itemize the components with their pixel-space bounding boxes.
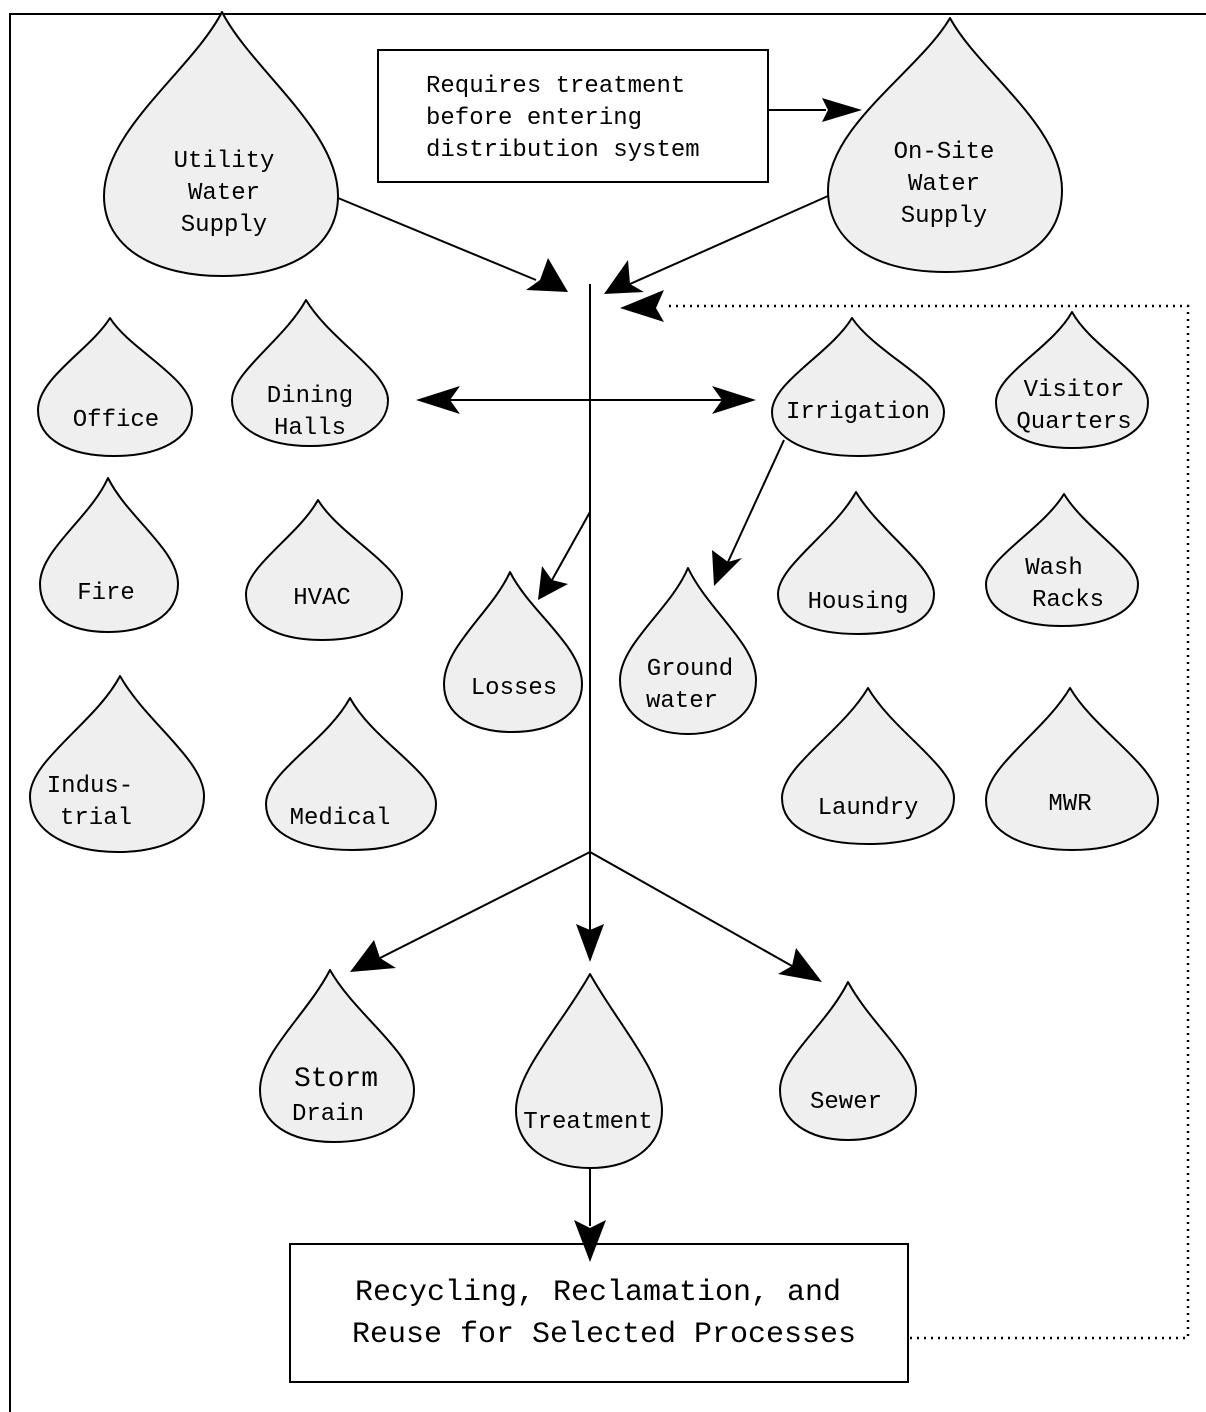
droplet-shape: [259, 969, 415, 1143]
note-line: Requires treatment: [426, 73, 685, 100]
arrowhead-utility-to-trunk: [526, 258, 568, 292]
droplet-shape: [619, 567, 757, 735]
droplet-label: Ground: [647, 656, 733, 683]
droplet-label: Indus-: [47, 773, 133, 800]
droplet-shape: [29, 675, 205, 853]
onsite-to-trunk-line: [629, 195, 829, 285]
droplet-laundry: Laundry: [781, 687, 955, 845]
droplet-label: Water: [188, 180, 260, 207]
droplet-label: Treatment: [523, 1109, 653, 1136]
droplet-losses: Losses: [443, 571, 583, 733]
arrowhead-dotted-return: [620, 290, 664, 322]
droplet-storm-drain: Storm Drain: [259, 969, 415, 1143]
arrowhead-to-storm: [350, 940, 396, 972]
droplet-shape: [985, 687, 1159, 851]
droplet-medical: Medical: [265, 697, 437, 851]
flow-lines: [337, 109, 1190, 1340]
droplet-label: Sewer: [810, 1089, 882, 1116]
droplet-label: Wash: [1025, 555, 1083, 582]
arrowhead-to-treatment: [576, 924, 604, 962]
droplet-shape: [771, 317, 945, 457]
split-to-sewer-line: [589, 851, 793, 967]
droplet-shape: [443, 571, 583, 733]
note-line: before entering: [426, 105, 642, 132]
droplet-utility-water-supply: Utility Water Supply: [103, 11, 339, 277]
droplet-shape: [781, 687, 955, 845]
droplet-mwr: MWR: [985, 687, 1159, 851]
droplet-treatment: Treatment: [515, 973, 663, 1169]
droplet-label: Halls: [274, 415, 346, 442]
arrowhead-to-losses: [538, 566, 568, 600]
droplet-label: Office: [73, 407, 159, 434]
arrowhead-to-onsite: [822, 98, 862, 122]
droplet-shape: [231, 299, 389, 447]
droplet-irrigation: Irrigation: [771, 317, 945, 457]
droplet-shape: [995, 311, 1149, 449]
droplet-sewer: Sewer: [779, 981, 917, 1141]
droplet-label: Dining: [267, 383, 353, 410]
droplet-visitor-quarters: Visitor Quarters: [995, 311, 1149, 449]
droplet-label: Supply: [901, 203, 987, 230]
droplet-shape: [985, 493, 1139, 627]
droplet-fire: Fire: [39, 477, 179, 633]
arrowhead-to-dining: [416, 386, 460, 414]
droplet-shape: [37, 317, 193, 457]
droplet-shape: [245, 499, 403, 641]
droplet-on-site-water-supply: On-Site Water Supply: [827, 17, 1063, 273]
droplet-label: Fire: [77, 580, 135, 607]
droplet-label: On-Site: [894, 139, 995, 166]
droplet-label: Visitor: [1024, 377, 1125, 404]
droplet-hvac: HVAC: [245, 499, 403, 641]
droplet-label: Utility: [174, 148, 275, 175]
droplet-shape: [39, 477, 179, 633]
droplet-dining-halls: Dining Halls: [231, 299, 389, 447]
droplet-label: Quarters: [1016, 409, 1131, 436]
droplet-label: Irrigation: [786, 399, 930, 426]
droplet-label: MWR: [1048, 791, 1091, 818]
droplet-label: Supply: [181, 212, 267, 239]
droplet-housing: Housing: [777, 491, 935, 635]
droplet-shape: [103, 11, 339, 277]
droplet-label: Drain: [292, 1101, 364, 1128]
droplet-shape: [515, 973, 663, 1169]
reuse-box: Recycling, Reclamation, and Reuse for Se…: [289, 1243, 909, 1383]
droplet-shape: [827, 17, 1063, 273]
droplet-label: Medical: [290, 805, 391, 832]
split-to-storm-line: [379, 851, 591, 959]
utility-to-trunk-line: [337, 197, 537, 281]
droplet-label: Water: [908, 171, 980, 198]
note-line: distribution system: [426, 137, 700, 164]
droplet-wash-racks: Wash Racks: [985, 493, 1139, 627]
droplet-industrial: Indus- trial: [29, 675, 205, 853]
droplet-shape: [779, 981, 917, 1141]
reuse-line: Reuse for Selected Processes: [352, 1318, 856, 1352]
droplet-label: Housing: [808, 589, 909, 616]
droplet-groundwater: Ground water: [619, 567, 757, 735]
droplet-label: Racks: [1032, 587, 1104, 614]
droplet-label: Storm: [294, 1064, 378, 1095]
reuse-line: Recycling, Reclamation, and: [355, 1276, 841, 1310]
droplet-label: Laundry: [818, 795, 919, 822]
arrowhead-to-reuse: [574, 1220, 606, 1262]
droplet-label: water: [646, 688, 718, 715]
droplet-shape: [265, 697, 437, 851]
droplet-office: Office: [37, 317, 193, 457]
droplet-shape: [777, 491, 935, 635]
arrowhead-onsite-to-trunk: [604, 260, 644, 294]
page-frame: [9, 13, 1206, 1412]
arrowhead-to-irrigation: [712, 386, 756, 414]
arrowheads: [350, 98, 862, 1262]
droplet-label: HVAC: [293, 585, 351, 612]
note-box: Requires treatment before entering distr…: [377, 49, 769, 183]
arrowhead-to-groundwater: [712, 550, 742, 586]
trunk-to-losses-line: [551, 511, 591, 581]
irrigation-to-groundwater-line: [727, 439, 785, 563]
note-box-frame: [377, 49, 769, 183]
reuse-box-frame: [289, 1243, 909, 1383]
droplet-label: Losses: [471, 675, 557, 702]
droplet-label: trial: [60, 805, 132, 832]
arrowhead-to-sewer: [778, 948, 822, 982]
